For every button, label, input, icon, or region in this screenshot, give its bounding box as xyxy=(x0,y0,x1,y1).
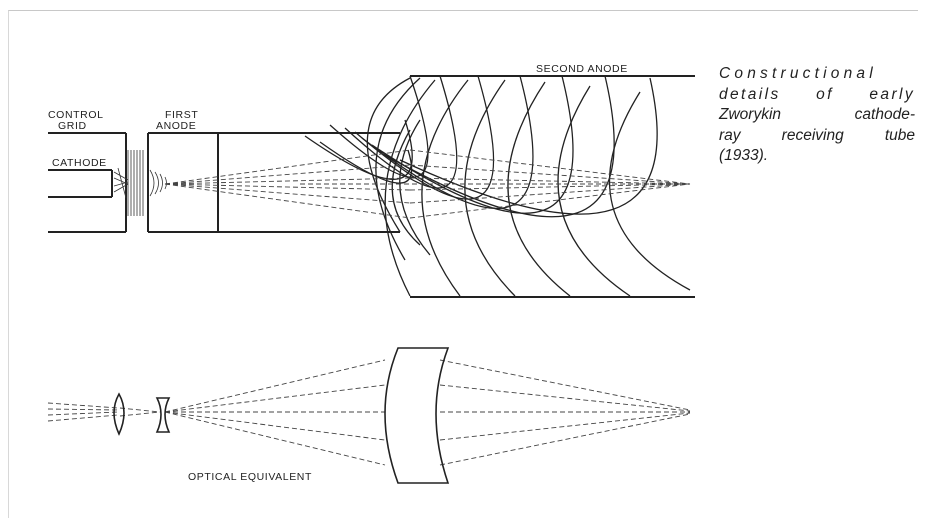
figure-frame xyxy=(8,10,918,518)
meniscus-lens xyxy=(384,347,450,484)
label-optical-equivalent: OPTICAL EQUIVALENT xyxy=(188,471,312,483)
electron-beam-rays xyxy=(164,149,691,219)
optical-lenses xyxy=(113,347,450,484)
caption-line-4: ray receiving tube xyxy=(719,126,915,144)
label-grid: GRID xyxy=(58,120,87,132)
converging-lens xyxy=(113,392,125,436)
electrode-outlines xyxy=(48,75,695,298)
caption-line-5: (1933). xyxy=(719,147,769,164)
label-first: FIRST xyxy=(165,109,198,121)
figure-caption: Constructional details of early Zworykin… xyxy=(719,64,915,167)
caption-line-3: Zworykin cathode- xyxy=(719,106,915,123)
caption-line-2: details of early xyxy=(719,85,915,103)
label-control: CONTROL xyxy=(48,109,104,121)
optical-rays xyxy=(47,359,691,466)
label-cathode: CATHODE xyxy=(52,157,107,169)
diverging-lens xyxy=(155,397,171,433)
grid-field-hatching xyxy=(113,150,167,216)
label-second-anode: SECOND ANODE xyxy=(536,63,628,75)
caption-line-1: Constructional xyxy=(719,65,877,82)
equipotential-lines xyxy=(304,75,691,297)
optical-equivalent-diagram xyxy=(47,347,691,484)
label-anode: ANODE xyxy=(156,120,196,132)
